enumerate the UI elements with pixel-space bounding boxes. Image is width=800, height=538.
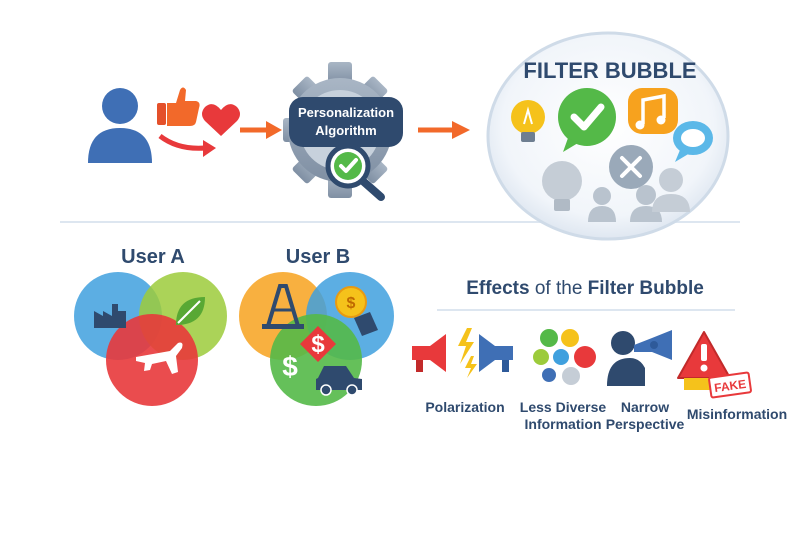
effects-title: Effects of the Filter Bubble: [466, 278, 704, 299]
gray-lightbulb-icon: [542, 161, 582, 211]
svg-text:$: $: [282, 351, 298, 382]
car-icon: [316, 366, 362, 396]
person-megaphone-icon: [607, 330, 672, 386]
algorithm-label: Personalization Algorithm: [289, 97, 403, 147]
warning-triangle-icon: [677, 331, 731, 379]
arrow-to-algorithm: [240, 121, 282, 139]
oil-rig-icon: [262, 284, 304, 329]
curved-arrow: [158, 133, 216, 157]
megaphone-icon: [412, 334, 513, 372]
x-bubble-icon: [609, 145, 653, 189]
leaf-icon: [176, 297, 205, 325]
algorithm-line2: Algorithm: [315, 123, 376, 138]
user-a-label: User A: [121, 246, 185, 268]
lightbulb-icon: [511, 100, 545, 142]
effect-label-less-diverse-2: Information: [525, 416, 602, 432]
fake-stamp: FAKE: [684, 371, 752, 399]
music-note-icon: [628, 88, 678, 134]
magnifier-check-icon: [325, 143, 385, 201]
effect-label-narrow-2: Perspective: [606, 416, 685, 432]
svg-text:$: $: [347, 295, 356, 312]
thumbs-up-icon: [157, 87, 200, 126]
arrow-to-bubble: [418, 121, 470, 139]
user-icon: [88, 88, 152, 163]
coin-icon: $: [335, 286, 378, 336]
airplane-icon: [136, 342, 183, 374]
dollar-icon: $ $: [282, 326, 336, 382]
fake-stamp-text: FAKE: [713, 377, 747, 395]
effect-label-polarization: Polarization: [425, 399, 504, 415]
effect-label-misinformation: Misinformation: [687, 406, 787, 422]
check-bubble-icon: [558, 88, 616, 152]
effect-label-less-diverse-1: Less Diverse: [520, 399, 607, 415]
effects-title-of: of the: [535, 278, 588, 299]
effects-title-post: Filter Bubble: [588, 278, 704, 299]
effects-title-pre: Effects: [466, 278, 535, 299]
user-a-venn: [74, 272, 227, 406]
speech-bubble-icon: [673, 121, 713, 162]
svg-text:$: $: [311, 331, 325, 358]
effect-label-narrow-1: Narrow: [621, 399, 669, 415]
user-b-label: User B: [286, 246, 350, 268]
bubble-title: FILTER BUBBLE: [523, 58, 696, 83]
lightning-icon: [458, 328, 477, 378]
algorithm-line1: Personalization: [298, 105, 394, 120]
factory-icon: [94, 304, 126, 328]
colored-dots-icon: [533, 329, 596, 385]
people-silhouettes-icon: [588, 168, 690, 222]
heart-icon: [202, 104, 240, 136]
